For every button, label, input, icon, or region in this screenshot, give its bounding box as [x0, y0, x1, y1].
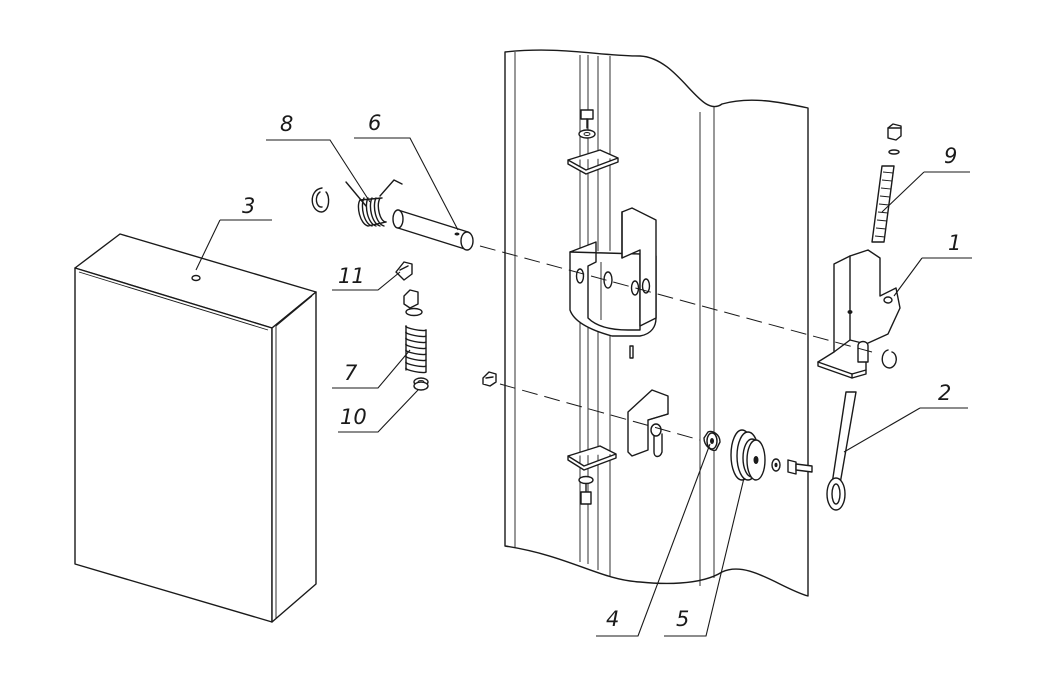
callout-1: 1: [948, 231, 961, 255]
callout-7: 7: [344, 361, 358, 385]
small-nut-left: [482, 371, 497, 387]
lower-bracket: [627, 389, 669, 458]
pin-part-6: [392, 209, 474, 251]
u-bracket: [569, 207, 657, 337]
leader-lines: [195, 137, 972, 637]
washer-and-screw: [771, 458, 813, 475]
assembly-axis-lines: [479, 245, 873, 441]
callout-2: 2: [938, 381, 951, 405]
callout-5: 5: [676, 607, 689, 631]
callout-8: 8: [280, 112, 293, 136]
callout-9: 9: [944, 144, 957, 168]
retaining-ring-left: [311, 187, 330, 213]
callout-11: 11: [338, 264, 365, 288]
lever-bracket-part-1: [817, 249, 901, 379]
washer-part-10: [413, 377, 429, 391]
retaining-ring-right: [881, 349, 897, 369]
threaded-rod-part-9: [871, 123, 902, 243]
eye-rod-part-2: [826, 391, 857, 511]
torsion-spring-part-8: [345, 179, 403, 227]
compression-spring-part-7: [405, 325, 427, 374]
callout-4: 4: [606, 607, 619, 631]
roller-part-5: [730, 429, 766, 481]
callout-10: 10: [340, 405, 367, 429]
upper-plate: [567, 149, 619, 175]
callout-3: 3: [242, 194, 255, 218]
callout-numbers: 3 8 6 11 7 10 9 1 2 4 5: [242, 111, 961, 631]
lower-plate: [567, 445, 617, 471]
callout-6: 6: [368, 111, 381, 135]
column-profile: [504, 49, 809, 597]
lower-bolt: [578, 475, 594, 505]
upper-bolt: [578, 109, 596, 139]
screw-part-11: [395, 261, 423, 317]
small-pin: [629, 345, 634, 359]
cover-box-part-3: [74, 233, 317, 623]
